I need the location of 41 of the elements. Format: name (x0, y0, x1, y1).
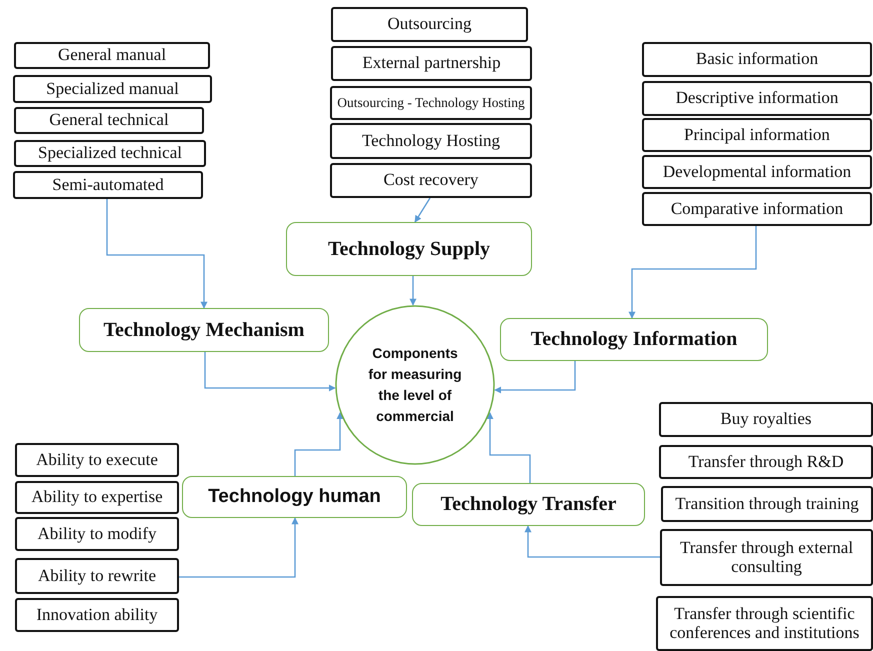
connector-arrow (106, 199, 208, 309)
category-box: Technology Transfer (412, 483, 645, 526)
connector-arrow (628, 226, 757, 319)
text-box: Ability to execute (15, 443, 179, 477)
text-box: Developmental information (642, 155, 872, 189)
text-box: Semi-automated (13, 171, 203, 199)
text-box: Transfer through external consulting (660, 529, 873, 586)
text-box: Transition through training (661, 486, 873, 522)
text-box: Ability to rewrite (15, 558, 179, 594)
text-box: Comparative information (642, 192, 872, 226)
connector-arrow (204, 352, 336, 392)
text-box: Transfer through R&D (659, 445, 873, 479)
connector-arrow (410, 276, 416, 306)
central-label: Components for measuring the level of commercial (367, 344, 463, 426)
text-box: Specialized manual (13, 75, 212, 103)
text-box: Outsourcing - Technology Hosting (330, 86, 532, 120)
category-box: Technology Information (500, 318, 768, 361)
text-box: General technical (14, 107, 204, 134)
text-box: Cost recovery (330, 163, 532, 198)
connector-arrow (414, 198, 431, 223)
connector-arrow (524, 525, 660, 558)
text-box: Descriptive information (642, 81, 872, 116)
category-box: Technology human (182, 476, 407, 518)
text-box: Specialized technical (14, 140, 206, 167)
connector-arrow (486, 412, 531, 483)
category-box: Technology Supply (286, 222, 532, 276)
text-box: Outsourcing (331, 7, 528, 42)
text-box: Principal information (642, 118, 872, 152)
connector-arrow (494, 361, 576, 394)
connector-arrow (294, 412, 344, 476)
text-box: Technology Hosting (330, 123, 532, 159)
text-box: Buy royalties (659, 402, 873, 437)
text-box: Ability to expertise (15, 481, 179, 514)
text-box: Transfer through scientific conferences and institutions (656, 596, 873, 651)
text-box: External partnership (331, 46, 532, 81)
text-box: Innovation ability (15, 598, 179, 632)
connector-arrow (179, 517, 298, 578)
text-box: Basic information (642, 42, 872, 77)
category-box: Technology Mechanism (79, 308, 329, 352)
text-box: General manual (14, 42, 210, 69)
text-box: Ability to modify (15, 517, 179, 551)
